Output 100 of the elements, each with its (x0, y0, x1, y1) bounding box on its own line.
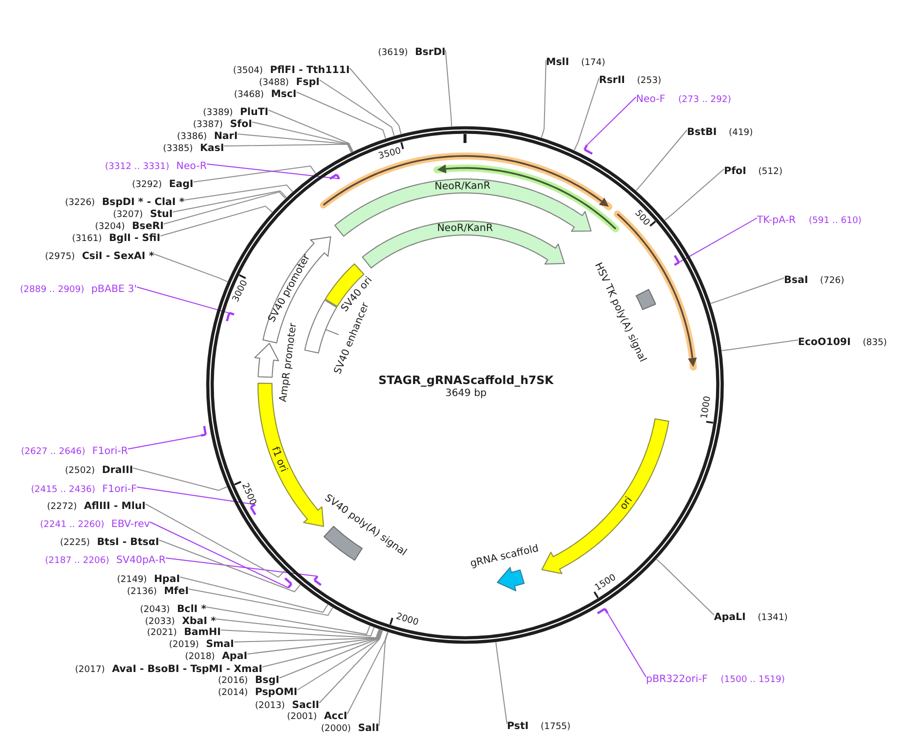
leader-line (607, 612, 646, 678)
leader-line (220, 628, 380, 638)
restriction-site-label: (2502) DraIII (65, 461, 134, 475)
restriction-site-label: (3385) KasI (163, 139, 224, 153)
restriction-site-label: (3488) FspI (259, 73, 320, 87)
leader-line (234, 629, 380, 642)
primer-mark (313, 574, 323, 587)
scale-label: 1000 (700, 394, 714, 421)
leader-line (252, 122, 353, 152)
restriction-site-label: (2000) SalI (321, 719, 380, 733)
leader-line (188, 588, 334, 616)
primer-label: (2187 .. 2206) SV40pA-R (45, 551, 166, 565)
leader-line (540, 60, 546, 138)
primer-label: (2241 .. 2260) EBV-rev (40, 515, 150, 529)
primer-label: pBR322ori-F (1500 .. 1519) (646, 670, 785, 684)
primer-mark (596, 607, 609, 615)
restriction-site-label: ApaLI (1341) (714, 608, 788, 622)
restriction-site-label: (2975) CsiI - SexAI * (45, 247, 154, 261)
restriction-site-label: (2017) AvaI - BsoBI - TspMI - XmaI (75, 660, 262, 674)
restriction-site-label: (3386) NarI (177, 127, 238, 141)
leader-line (318, 630, 383, 704)
primer-mark (583, 143, 594, 155)
plasmid-name: STAGR_gRNAScaffold_h7SK (377, 373, 555, 387)
leader-line (296, 630, 382, 690)
leader-line (132, 468, 228, 491)
leader-line (237, 134, 352, 153)
leader-line (296, 92, 386, 139)
restriction-site-label: (2033) XbaI * (145, 612, 216, 626)
primer-label: TK-pA-R (591 .. 610) (757, 211, 862, 225)
leader-line (184, 184, 294, 200)
leader-line (149, 522, 289, 588)
leader-line (145, 504, 286, 578)
plasmid-length: 3649 bp (444, 387, 488, 400)
restriction-site-label: (2019) SmaI (169, 635, 234, 649)
primer-mark (225, 311, 236, 323)
primer-mark (283, 576, 293, 590)
leader-line (172, 190, 287, 212)
leader-line (165, 558, 318, 577)
leader-line (154, 254, 228, 282)
restriction-site-label: (3468) MscI (234, 85, 296, 99)
scale-label: 2000 (393, 612, 420, 630)
leader-line (656, 558, 714, 616)
restriction-site-label: (3619) BsrDI (378, 43, 446, 57)
restriction-site-label: EcoO109I (835) (798, 333, 887, 347)
restriction-site-label: (3226) BspDI * - ClaI * (65, 193, 184, 207)
leader-line (224, 144, 352, 153)
leader-line (574, 78, 600, 151)
leader-line (268, 110, 354, 152)
primer-label: (2415 .. 2436) F1ori-F (31, 480, 137, 494)
restriction-site-label: (2001) AccI (287, 707, 348, 721)
sequence-feature: NeoR/KanR (361, 220, 566, 269)
sequence-feature: gRNA scaffold (466, 540, 543, 592)
restriction-site-label: (2013) SacII (255, 696, 320, 710)
restriction-site-label: BstBI (419) (687, 123, 753, 137)
restriction-site-label: (2043) BclI * (140, 600, 206, 614)
restriction-site-label: (3387) SfoI (193, 115, 252, 129)
leader-line (586, 96, 636, 146)
scale-label: 2500 (238, 480, 258, 508)
leader-line (216, 618, 374, 636)
scale-label: 3500 (376, 145, 403, 163)
leader-line (710, 278, 784, 304)
leader-line (127, 435, 202, 450)
primer-mark (673, 254, 681, 267)
leader-line (246, 629, 381, 654)
leader-line (319, 80, 395, 136)
restriction-site-label: (2149) HpaI (117, 570, 180, 584)
leader-line (378, 632, 388, 726)
leader-line (192, 166, 316, 182)
leader-line (636, 130, 688, 192)
scale-label: 3000 (230, 278, 251, 306)
leader-line (206, 606, 370, 635)
restriction-site-label: (2018) ApaI (185, 647, 248, 661)
leader-line (206, 164, 340, 180)
leader-line (158, 540, 301, 592)
primer-label: (2627 .. 2646) F1ori-R (21, 442, 128, 456)
leader-line (163, 191, 286, 224)
leader-line (664, 168, 724, 221)
primer-mark (199, 424, 208, 437)
restriction-site-label: PfoI (512) (724, 162, 782, 176)
restriction-site-label: (3504) PflFI - Tth111I (233, 61, 350, 75)
leader-line (444, 50, 452, 127)
restriction-site-label: MslI (174) (546, 53, 606, 67)
primer-label: (2889 .. 2909) pBABE 3' (20, 280, 137, 294)
leader-line (721, 340, 798, 352)
leader-line (346, 632, 388, 714)
restriction-site-label: BsaI (726) (784, 271, 844, 285)
leader-line (262, 629, 382, 668)
restriction-site-label: (3292) EagI (132, 175, 194, 189)
restriction-site-label: (2225) BtsI - BtsαI (60, 533, 160, 547)
leader-line (179, 576, 328, 613)
restriction-site-label: (2272) AflIII - MluI (47, 497, 146, 511)
sequence-feature: ori (540, 417, 670, 575)
leader-line (495, 642, 508, 724)
restriction-site-label: (3204) BseRI (95, 217, 164, 231)
leader-line (278, 630, 382, 678)
restriction-site-label: (3389) PluTI (203, 103, 268, 117)
restriction-site-label: (2016) BsgI (218, 671, 280, 685)
restriction-site-label: PstI (1755) (507, 717, 571, 731)
restriction-site-label: (3161) BglI - SfiI (72, 229, 160, 243)
restriction-site-label: RsrII (253) (599, 71, 662, 85)
